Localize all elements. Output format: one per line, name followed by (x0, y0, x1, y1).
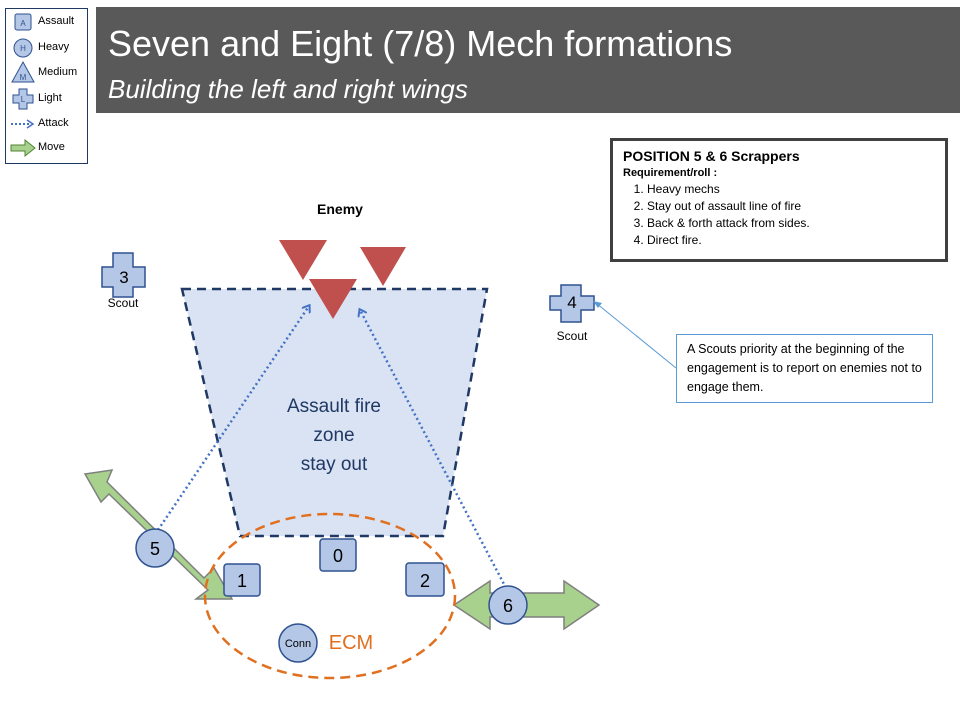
title-bar: Seven and Eight (7/8) Mech formations Bu… (96, 7, 960, 113)
unit-6: 6 (488, 585, 528, 625)
circle-icon: H (13, 38, 33, 58)
unit-conn-label: Conn (285, 638, 311, 650)
svg-text:M: M (20, 73, 27, 82)
unit-0: 0 (319, 538, 357, 572)
position-box-title: POSITION 5 & 6 Scrappers (623, 148, 800, 164)
svg-text:L: L (21, 95, 26, 104)
scout-left-label: Scout (108, 296, 139, 310)
unit-3: 3 (101, 252, 146, 298)
unit-4: 4 (549, 284, 595, 323)
square-icon: A (14, 13, 32, 31)
legend-row-move: Move (6, 137, 89, 159)
legend-row-heavy: H Heavy (6, 37, 89, 59)
zone-label-line-2: zone (313, 425, 354, 446)
unit-conn: Conn (278, 623, 318, 663)
legend-row-light: L Light (6, 88, 89, 110)
unit-2: 2 (405, 562, 445, 597)
svg-text:A: A (20, 19, 26, 28)
legend-row-assault: A Assault (6, 11, 89, 33)
page-subtitle: Building the left and right wings (108, 74, 468, 104)
legend-label-attack: Attack (38, 117, 69, 129)
legend-label-move: Move (38, 141, 65, 153)
unit-1: 1 (223, 563, 261, 597)
assault-fire-zone (180, 287, 489, 538)
legend-label-light: Light (38, 92, 62, 104)
legend: A Assault H Heavy M Medium L Light Attac… (5, 8, 88, 164)
requirement-item: Back & forth attack from sides. (647, 215, 935, 232)
scout-right-label: Scout (557, 329, 588, 343)
zone-label-line-1: Assault fire (287, 396, 381, 417)
ecm-label: ECM (329, 632, 373, 654)
enemy-marker-center (309, 279, 357, 319)
attack-arrow-6 (360, 310, 508, 589)
legend-label-heavy: Heavy (38, 41, 70, 53)
callout-pointer-head (593, 301, 602, 308)
enemy-marker-right (360, 247, 406, 286)
unit-1-label: 1 (237, 571, 247, 591)
requirement-item: Heavy mechs (647, 181, 935, 198)
unit-4-label: 4 (567, 293, 576, 312)
unit-5: 5 (135, 528, 175, 568)
attack-arrow-5 (156, 306, 309, 531)
unit-6-label: 6 (503, 596, 513, 616)
svg-text:H: H (20, 44, 26, 53)
enemy-label: Enemy (317, 201, 363, 217)
requirement-list: Heavy mechs Stay out of assault line of … (623, 181, 935, 249)
position-box: POSITION 5 & 6 Scrappers Requirement/rol… (610, 138, 948, 262)
requirement-item: Stay out of assault line of fire (647, 198, 935, 215)
legend-label-assault: Assault (38, 15, 75, 27)
requirement-item: Direct fire. (647, 232, 935, 249)
enemy-marker-left (279, 240, 327, 280)
page-title: Seven and Eight (7/8) Mech formations (108, 23, 733, 64)
zone-label-line-3: stay out (301, 454, 368, 475)
unit-5-label: 5 (150, 539, 160, 559)
cross-icon: L (12, 88, 34, 110)
unit-3-label: 3 (119, 268, 128, 287)
triangle-icon: M (11, 60, 35, 83)
scout-callout: A Scouts priority at the beginning of th… (676, 334, 933, 403)
dotted-arrow-icon (11, 119, 35, 129)
callout-pointer (595, 302, 677, 369)
ecm-zone (203, 512, 457, 680)
legend-label-medium: Medium (38, 66, 78, 78)
unit-2-label: 2 (420, 571, 430, 591)
block-arrow-icon (10, 138, 36, 158)
position-box-subtitle: Requirement/roll : (623, 167, 718, 179)
legend-row-attack: Attack (6, 113, 89, 135)
unit-0-label: 0 (333, 546, 343, 566)
legend-row-medium: M Medium (6, 60, 89, 84)
